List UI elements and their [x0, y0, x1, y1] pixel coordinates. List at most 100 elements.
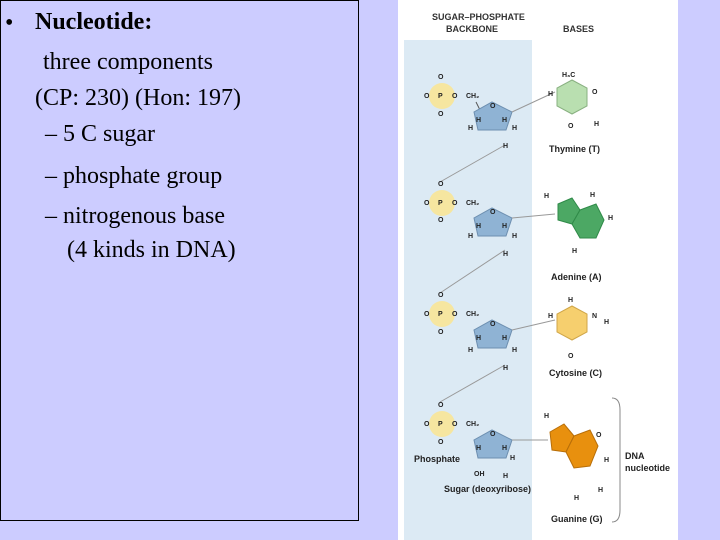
text-line-base-kinds: (4 kinds in DNA) — [67, 237, 236, 263]
svg-text:O: O — [490, 431, 496, 438]
header-backbone-line1: SUGAR–PHOSPHATE — [432, 12, 525, 22]
svg-text:H: H — [544, 413, 549, 420]
svg-text:O: O — [438, 181, 444, 188]
nucleotide-guanine: O O P O O CH₂ O H H OH H H H O H H H Gua… — [424, 402, 609, 524]
cytosine-ring-icon — [556, 305, 588, 341]
base-label-adenine: Adenine (A) — [551, 272, 602, 282]
backbone-connectors — [439, 144, 506, 403]
svg-text:O: O — [592, 89, 598, 96]
svg-text:H₃C: H₃C — [562, 72, 575, 79]
label-dna: DNA — [625, 451, 645, 461]
text-line-references: (CP: 230) (Hon: 197) — [35, 85, 241, 111]
svg-text:H: H — [502, 445, 507, 452]
svg-text:H: H — [476, 445, 481, 452]
svg-text:O: O — [452, 421, 458, 428]
svg-text:H: H — [502, 335, 507, 342]
svg-text:H: H — [574, 495, 579, 502]
svg-text:H: H — [502, 223, 507, 230]
svg-text:O: O — [596, 432, 602, 439]
svg-text:CH₂: CH₂ — [466, 311, 479, 318]
base-label-thymine: Thymine (T) — [549, 144, 600, 154]
svg-text:O: O — [438, 402, 444, 409]
svg-text:P: P — [438, 311, 443, 318]
svg-text:H: H — [608, 215, 613, 222]
text-line-components: three components — [43, 49, 213, 75]
nucleotide-thymine: O O P O O CH₂ O H H H H H H₃C H O H O Th… — [424, 72, 600, 154]
svg-text:O: O — [424, 311, 430, 318]
svg-text:H: H — [502, 117, 507, 124]
phosphate-group-icon — [429, 190, 455, 216]
phosphate-group-icon — [429, 411, 455, 437]
svg-text:H: H — [590, 192, 595, 199]
svg-text:H: H — [512, 347, 517, 354]
svg-text:P: P — [438, 421, 443, 428]
svg-text:H: H — [548, 91, 553, 98]
svg-text:O: O — [568, 123, 574, 130]
svg-text:O: O — [568, 353, 574, 360]
slide-text-box: • Nucleotide: three components (CP: 230)… — [0, 0, 359, 521]
svg-text:O: O — [438, 439, 444, 446]
sugar-ring-icon — [473, 101, 513, 131]
label-phosphate: Phosphate — [414, 454, 460, 464]
backbone-band — [404, 40, 532, 540]
sugar-ring-icon — [473, 429, 513, 459]
svg-text:O: O — [438, 217, 444, 224]
nucleotide-adenine: O O P O O CH₂ O H H H H H H H H H Adenin… — [424, 181, 613, 282]
svg-text:P: P — [438, 200, 443, 207]
svg-text:H: H — [594, 121, 599, 128]
svg-text:H: H — [568, 297, 573, 304]
bullet-marker: • — [5, 10, 14, 36]
phosphate-group-icon — [429, 83, 455, 109]
svg-text:H: H — [503, 251, 508, 258]
svg-text:H: H — [544, 193, 549, 200]
base-label-guanine: Guanine (G) — [551, 514, 603, 524]
svg-text:CH₂: CH₂ — [466, 200, 479, 207]
svg-text:H: H — [476, 117, 481, 124]
sugar-ring-icon — [473, 319, 513, 349]
svg-text:O: O — [424, 93, 430, 100]
svg-text:O: O — [452, 93, 458, 100]
svg-text:H: H — [604, 457, 609, 464]
svg-text:H: H — [512, 233, 517, 240]
svg-text:H: H — [468, 125, 473, 132]
svg-text:O: O — [490, 103, 496, 110]
svg-text:H: H — [604, 319, 609, 326]
svg-text:H: H — [468, 233, 473, 240]
svg-text:H: H — [512, 125, 517, 132]
svg-text:O: O — [452, 200, 458, 207]
slide-title: Nucleotide: — [35, 9, 153, 35]
base-label-cytosine: Cytosine (C) — [549, 368, 602, 378]
svg-text:CH₂: CH₂ — [466, 421, 479, 428]
header-bases: BASES — [563, 24, 594, 34]
svg-text:O: O — [424, 421, 430, 428]
svg-text:CH₂: CH₂ — [466, 93, 479, 100]
svg-text:O: O — [452, 311, 458, 318]
svg-text:O: O — [438, 111, 444, 118]
sugar-ring-icon — [473, 207, 513, 237]
svg-text:H: H — [468, 347, 473, 354]
svg-text:H: H — [503, 365, 508, 372]
svg-text:H: H — [510, 455, 515, 462]
svg-text:H: H — [548, 313, 553, 320]
header-backbone-line2: BACKBONE — [446, 24, 498, 34]
svg-text:H: H — [503, 143, 508, 150]
thymine-ring-icon — [556, 79, 588, 115]
svg-text:H: H — [476, 223, 481, 230]
nucleotide-bracket — [611, 397, 621, 523]
label-sugar: Sugar (deoxyribose) — [444, 484, 531, 494]
nucleotide-cytosine: O O P O O CH₂ O H H H H H H H N H O Cyto… — [424, 292, 609, 378]
svg-text:OH: OH — [474, 471, 485, 478]
svg-text:O: O — [490, 209, 496, 216]
text-line-base: – nitrogenous base — [45, 203, 225, 229]
svg-text:O: O — [490, 321, 496, 328]
label-nucleotide: nucleotide — [625, 463, 670, 473]
svg-text:O: O — [438, 74, 444, 81]
text-line-sugar: – 5 C sugar — [45, 121, 155, 147]
svg-text:H: H — [503, 473, 508, 480]
svg-text:N: N — [592, 313, 597, 320]
svg-text:O: O — [438, 329, 444, 336]
phosphate-group-icon — [429, 301, 455, 327]
svg-text:H: H — [476, 335, 481, 342]
text-line-phosphate: – phosphate group — [45, 163, 223, 189]
